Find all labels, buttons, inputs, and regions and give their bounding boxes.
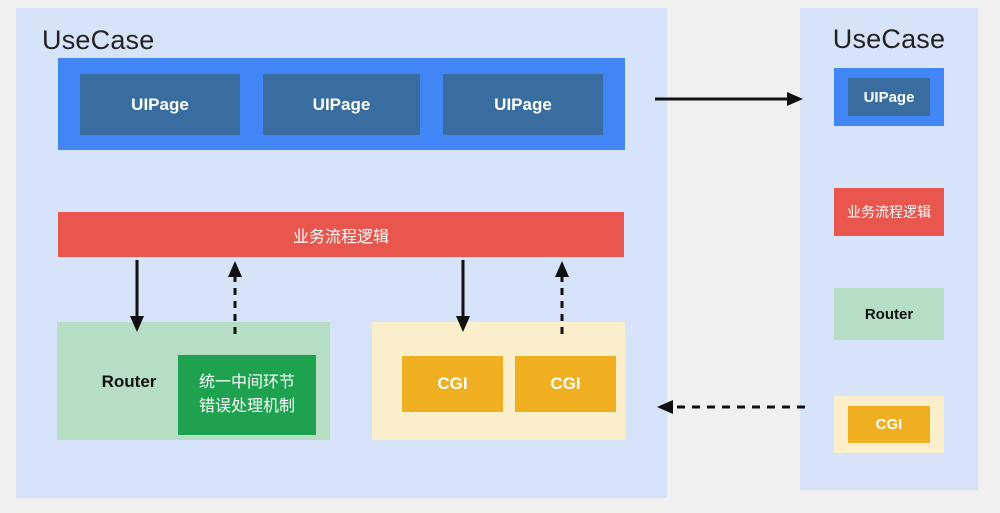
biz-to-router-arrow bbox=[130, 260, 144, 332]
right-uipage-container: UIPage bbox=[834, 68, 944, 126]
uipage-box-2[interactable]: UIPage bbox=[263, 74, 420, 135]
uipage-box-1[interactable]: UIPage bbox=[80, 74, 240, 135]
error-handling-box[interactable]: 统一中间环节 错误处理机制 bbox=[178, 355, 316, 435]
right-usecase-panel: UseCase UIPage 业务流程逻辑 Router CGI bbox=[800, 8, 978, 490]
biz-to-cgi-arrow bbox=[456, 260, 470, 332]
cgi-box-2[interactable]: CGI bbox=[515, 356, 616, 412]
right-uipage-box[interactable]: UIPage bbox=[848, 78, 930, 116]
left-usecase-panel: UseCase UIPage UIPage UIPage 业务流程逻辑 Rout… bbox=[16, 8, 667, 498]
uipage-container: UIPage UIPage UIPage bbox=[58, 58, 625, 150]
router-label: Router bbox=[101, 372, 157, 391]
cgi-to-biz-arrow bbox=[555, 261, 569, 334]
right-business-logic-box[interactable]: 业务流程逻辑 bbox=[834, 188, 944, 236]
right-panel-title: UseCase bbox=[832, 24, 946, 54]
cgi-box-1[interactable]: CGI bbox=[402, 356, 503, 412]
right-router-box[interactable]: Router bbox=[834, 288, 944, 340]
error-handling-line-2: 错误处理机制 bbox=[198, 398, 295, 415]
cgi-container: CGI CGI bbox=[372, 322, 625, 440]
left-to-right-arrow bbox=[655, 92, 803, 106]
business-logic-bar[interactable]: 业务流程逻辑 bbox=[58, 212, 624, 257]
right-to-left-arrow bbox=[657, 400, 805, 414]
left-panel-title: UseCase bbox=[42, 25, 155, 55]
uipage-box-3[interactable]: UIPage bbox=[443, 74, 603, 135]
right-cgi-box[interactable]: CGI bbox=[848, 406, 930, 443]
router-to-biz-arrow bbox=[228, 261, 242, 334]
right-cgi-container: CGI bbox=[834, 396, 944, 453]
error-handling-line-1: 统一中间环节 bbox=[198, 374, 295, 391]
router-container: Router 统一中间环节 错误处理机制 bbox=[57, 322, 330, 440]
